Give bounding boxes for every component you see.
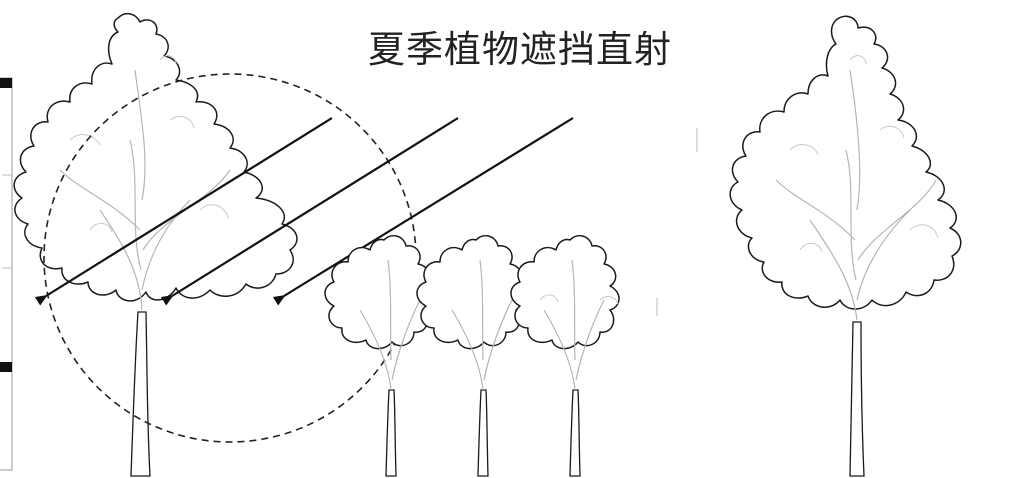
- small-tree-2: [416, 235, 526, 477]
- diagram-title: 夏季植物遮挡直射: [368, 28, 672, 71]
- small-tree-1: [324, 235, 434, 477]
- building-facade: [0, 77, 13, 471]
- large-tree-left: [13, 12, 298, 477]
- sun-rays: [34, 117, 574, 306]
- sun-ray-arrow-1: [34, 117, 333, 306]
- small-tree-3: [510, 235, 620, 477]
- large-tree-right: [729, 15, 962, 477]
- sun-ray-arrow-2: [160, 117, 459, 306]
- sun-ray-arrow-3: [272, 117, 574, 306]
